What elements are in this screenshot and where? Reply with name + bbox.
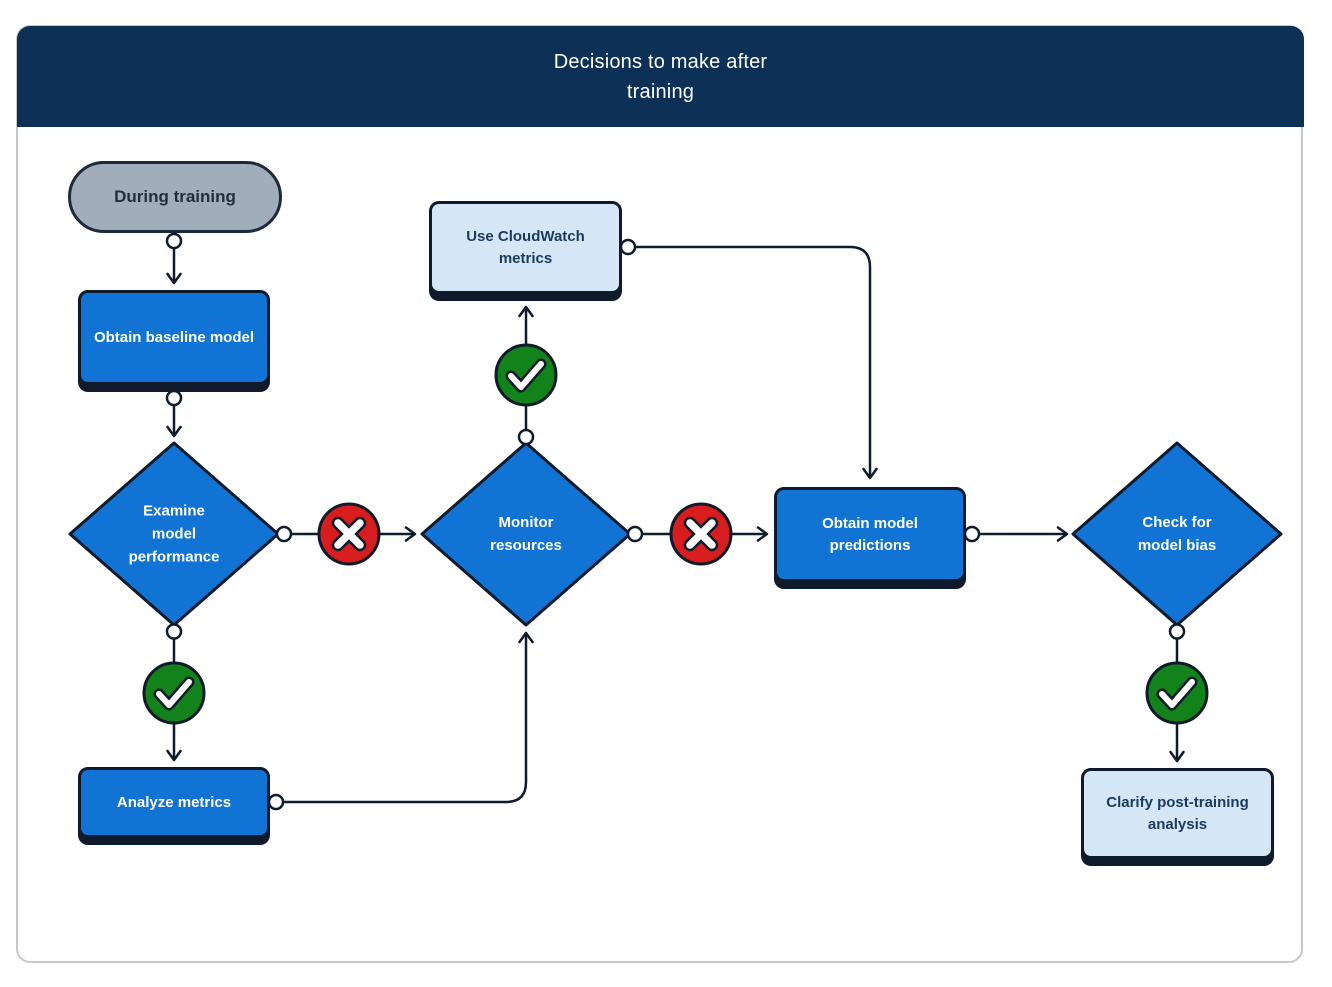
node-check-for-model-bias-label: Check for model bias [1137,514,1217,554]
cross-icon [683,516,719,552]
connector-dot [626,525,644,543]
flowchart-area: During training Obtain baseline model An… [18,127,1301,963]
check-icon [1156,676,1198,711]
node-during-training: During training [68,161,282,233]
node-obtain-model-predictions: Obtain model predictions [774,487,966,582]
diagram-card: Decisions to make after training During … [16,25,1304,963]
check-icon [505,358,547,393]
connector-dot [165,623,183,640]
connector-dot [165,232,183,250]
node-analyze-metrics: Analyze metrics [78,767,270,838]
edge-cloudwatch-to-predictions [635,245,878,480]
connector-dot [619,238,637,256]
failure-badge [317,502,381,566]
node-use-cloudwatch-metrics: Use CloudWatch metrics [429,201,622,294]
success-badge [142,661,206,725]
node-examine-model-performance-label: Examine model performance [128,502,220,566]
diagram-title-line1: Decisions to make after [553,50,768,73]
check-icon [153,676,195,711]
node-obtain-baseline-model: Obtain baseline model [78,290,270,385]
connector-dot [275,525,293,543]
connector-dot [1168,623,1186,640]
node-clarify-post-training-analysis: Clarify post-training analysis [1081,768,1274,859]
connector-dot [267,793,285,811]
connector-dot [165,389,183,407]
diagram-title-line2: training [626,80,695,103]
diagram-title-bar: Decisions to make after training [17,26,1304,127]
connector-dot [963,525,981,543]
node-monitor-resources-label: Monitor resources [490,514,562,554]
node-analyze-metrics-label: Analyze metrics [116,793,232,811]
node-clarify-post-training-analysis-label: Clarify post-training analysis [1106,793,1249,833]
node-obtain-model-predictions-label: Obtain model predictions [822,514,918,554]
success-badge [1145,661,1209,725]
node-obtain-baseline-model-label: Obtain baseline model [93,328,255,346]
failure-badge [669,502,733,566]
node-use-cloudwatch-metrics-label: Use CloudWatch metrics [466,227,585,267]
connector-dot [517,428,535,446]
cross-icon [331,516,367,552]
success-badge [494,343,558,407]
edge-analyze-to-monitor [283,631,534,804]
node-during-training-label: During training [114,187,236,206]
